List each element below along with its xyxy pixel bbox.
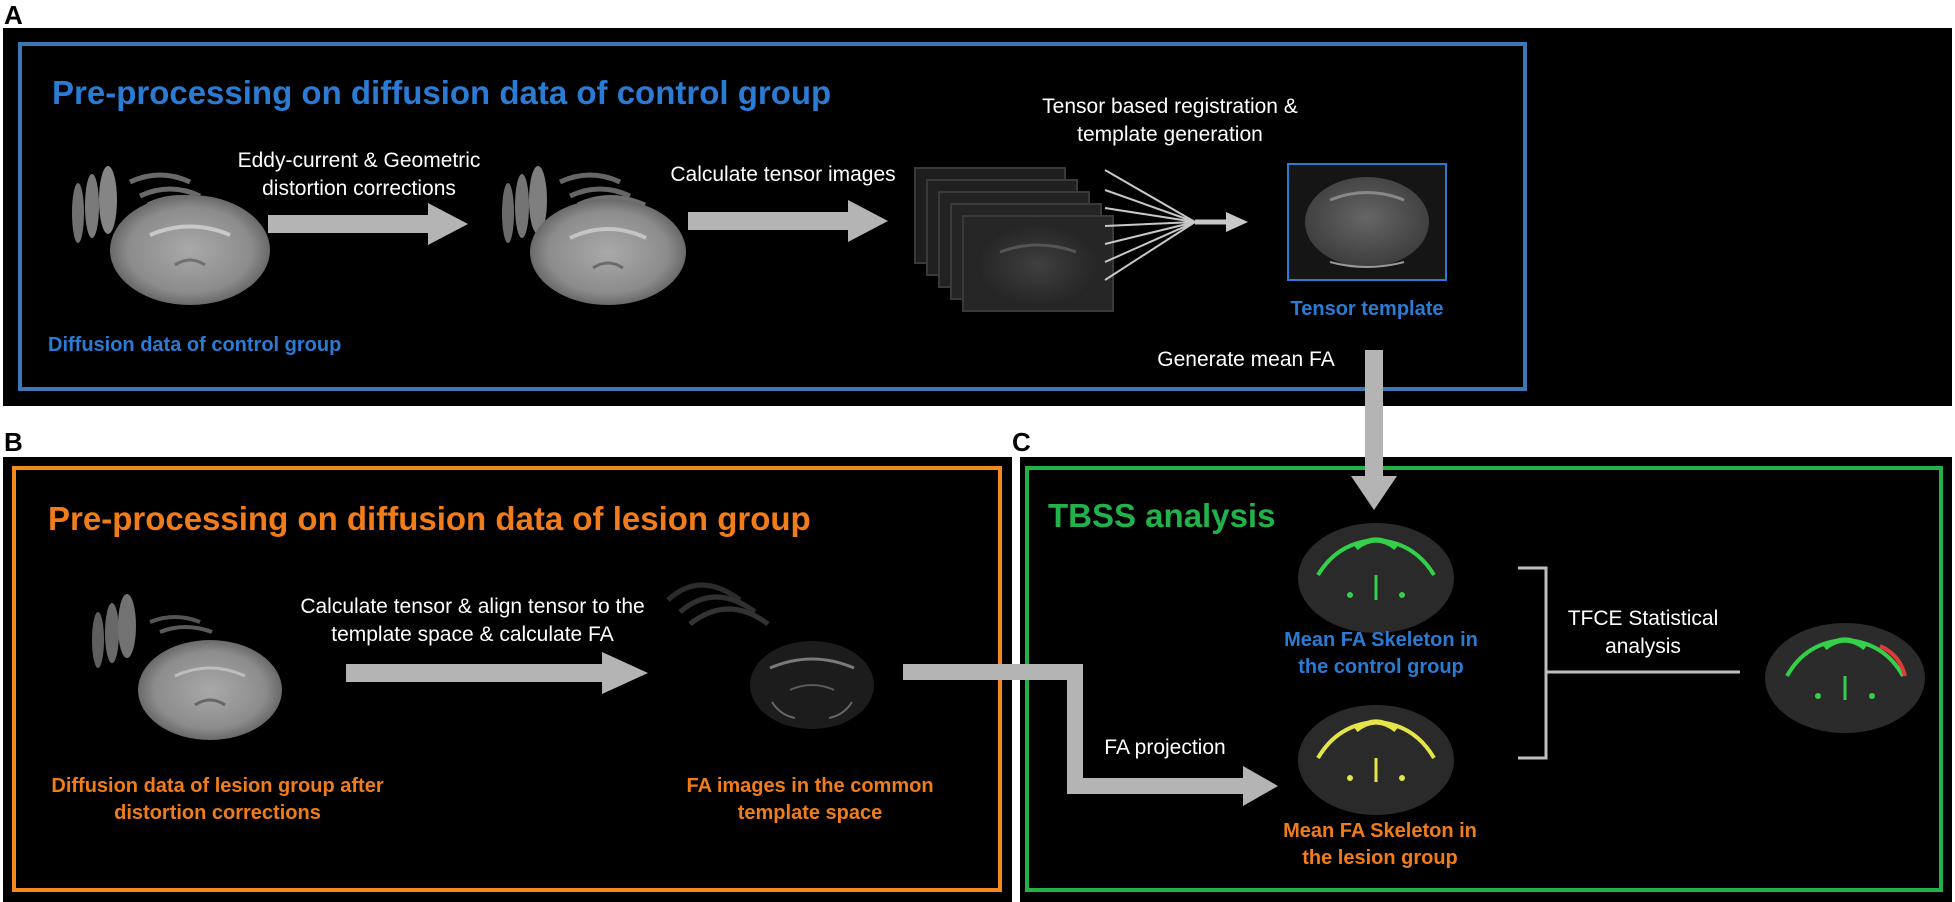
label-control-data: Diffusion data of control group <box>48 334 342 356</box>
arrow-correction <box>268 203 468 245</box>
arrow-align-tensor <box>346 652 648 694</box>
brain-slice <box>530 199 686 305</box>
label-lesion-skeleton: Mean FA Skeleton in the lesion group <box>1283 820 1477 869</box>
arrow-generate-mean-fa <box>1351 350 1397 510</box>
tensor-images-stack <box>914 167 1114 312</box>
corrected-diffusion-stack <box>502 166 686 305</box>
registration-fan <box>1104 169 1248 281</box>
panel-b-title: Pre-processing on diffusion data of lesi… <box>48 500 811 537</box>
arrow-calc-tensor <box>688 200 888 242</box>
control-diffusion-stack <box>72 166 270 305</box>
label-distortion-corrections: Eddy-current & Geometric distortion corr… <box>237 149 481 200</box>
panel-letter-c: C <box>1012 427 1031 457</box>
control-skeleton-image <box>1298 523 1454 633</box>
tensor-template-image <box>1287 163 1447 281</box>
label-calculate-tensor-images: Calculate tensor images <box>670 163 896 186</box>
panel-letter-a: A <box>4 0 23 30</box>
label-tensor-registration: Tensor based registration & template gen… <box>1042 95 1298 146</box>
lesion-skeleton-image <box>1298 705 1454 815</box>
panel-letter-b: B <box>4 427 23 457</box>
label-fa-projection: FA projection <box>1104 736 1226 759</box>
arrow-fa-projection <box>903 664 1278 806</box>
label-align-tensor: Calculate tensor & align tensor to the t… <box>300 595 645 646</box>
lesion-diffusion-stack <box>92 594 282 740</box>
label-control-skeleton: Mean FA Skeleton in the control group <box>1284 629 1478 678</box>
label-tensor-template: Tensor template <box>1290 298 1444 320</box>
fa-images-stack <box>666 582 874 729</box>
panel-a-frame <box>18 42 1527 391</box>
panel-a-title: Pre-processing on diffusion data of cont… <box>52 74 832 111</box>
label-fa-common-space: FA images in the common template space <box>686 775 934 824</box>
brain-slice <box>110 195 270 305</box>
label-generate-mean-fa: Generate mean FA <box>1157 348 1335 371</box>
comparison-bracket <box>1518 566 1740 760</box>
label-tfce-analysis: TFCE Statistical analysis <box>1567 607 1719 658</box>
panel-c-title: TBSS analysis <box>1048 497 1276 534</box>
label-lesion-data: Diffusion data of lesion group after dis… <box>51 775 384 824</box>
tfce-result-image <box>1765 623 1925 733</box>
